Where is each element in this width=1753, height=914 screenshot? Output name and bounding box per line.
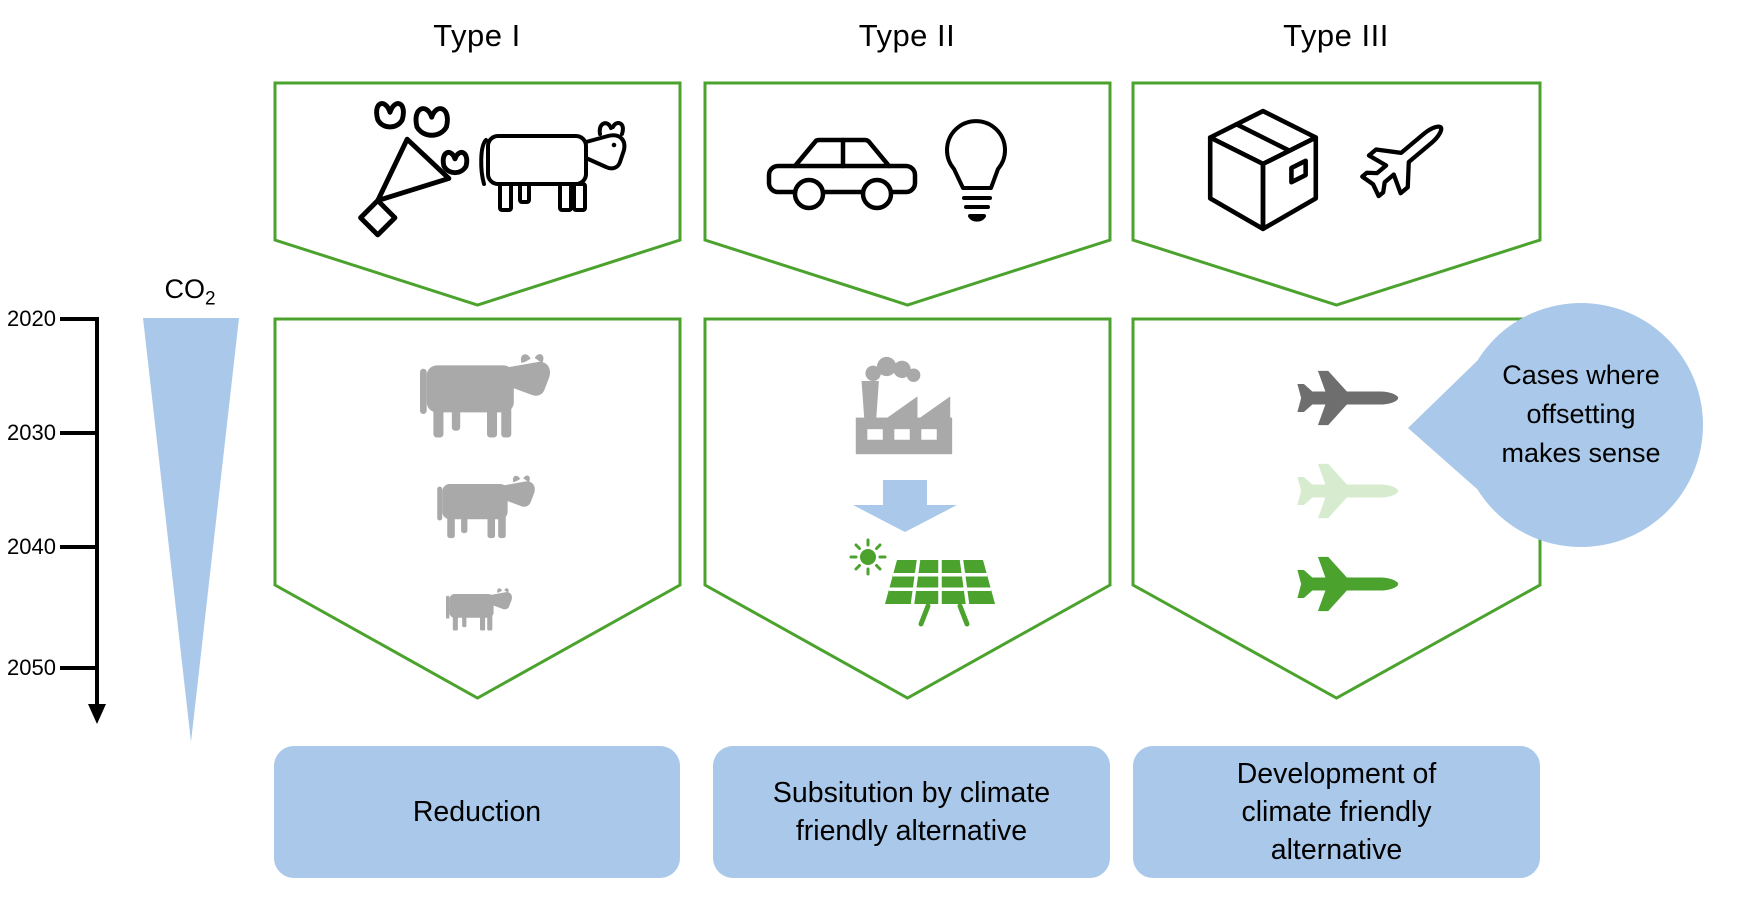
car-icon [766, 137, 918, 211]
airplane-green [1297, 556, 1399, 612]
cow-silhouette-medium [437, 475, 535, 539]
cow-silhouette-large [420, 354, 551, 438]
year-label-2030: 2030 [7, 420, 56, 445]
timeline-axis [60, 317, 99, 707]
offsetting-callout-text: Cases where offsetting makes sense [1501, 360, 1661, 468]
down-arrow-icon [853, 480, 957, 532]
cow-silhouette-small [446, 588, 512, 631]
offsetting-callout-bubble [1408, 303, 1703, 547]
lightbulb-icon [945, 119, 1007, 222]
year-label-2050: 2050 [7, 655, 56, 680]
sun-icon [849, 538, 887, 576]
cow-icon [479, 121, 627, 212]
factory-icon [855, 356, 953, 455]
label-box-reduction: Reduction [274, 746, 680, 878]
column-header-type1: Type I [433, 18, 521, 53]
timeline-arrowhead [88, 704, 106, 724]
column-header-type3: Type III [1283, 18, 1389, 53]
airplane-icon [1360, 124, 1444, 199]
airplane-pale-green [1297, 463, 1399, 519]
co2-label: CO2 [164, 274, 216, 310]
type1-top-banner [273, 81, 682, 307]
year-label-2020: 2020 [7, 306, 56, 331]
label-box-development: Development of climate friendly alternat… [1133, 746, 1540, 878]
column-header-type2: Type II [858, 18, 956, 53]
package-icon [1207, 108, 1319, 232]
year-label-2040: 2040 [7, 534, 56, 559]
label-box-substitution: Subsitution by climate friendly alternat… [713, 746, 1110, 878]
solar-panel-icon [849, 538, 995, 627]
airplane-dark [1297, 370, 1399, 426]
bouquet-icon [358, 101, 470, 238]
co2-triangle [143, 318, 239, 742]
